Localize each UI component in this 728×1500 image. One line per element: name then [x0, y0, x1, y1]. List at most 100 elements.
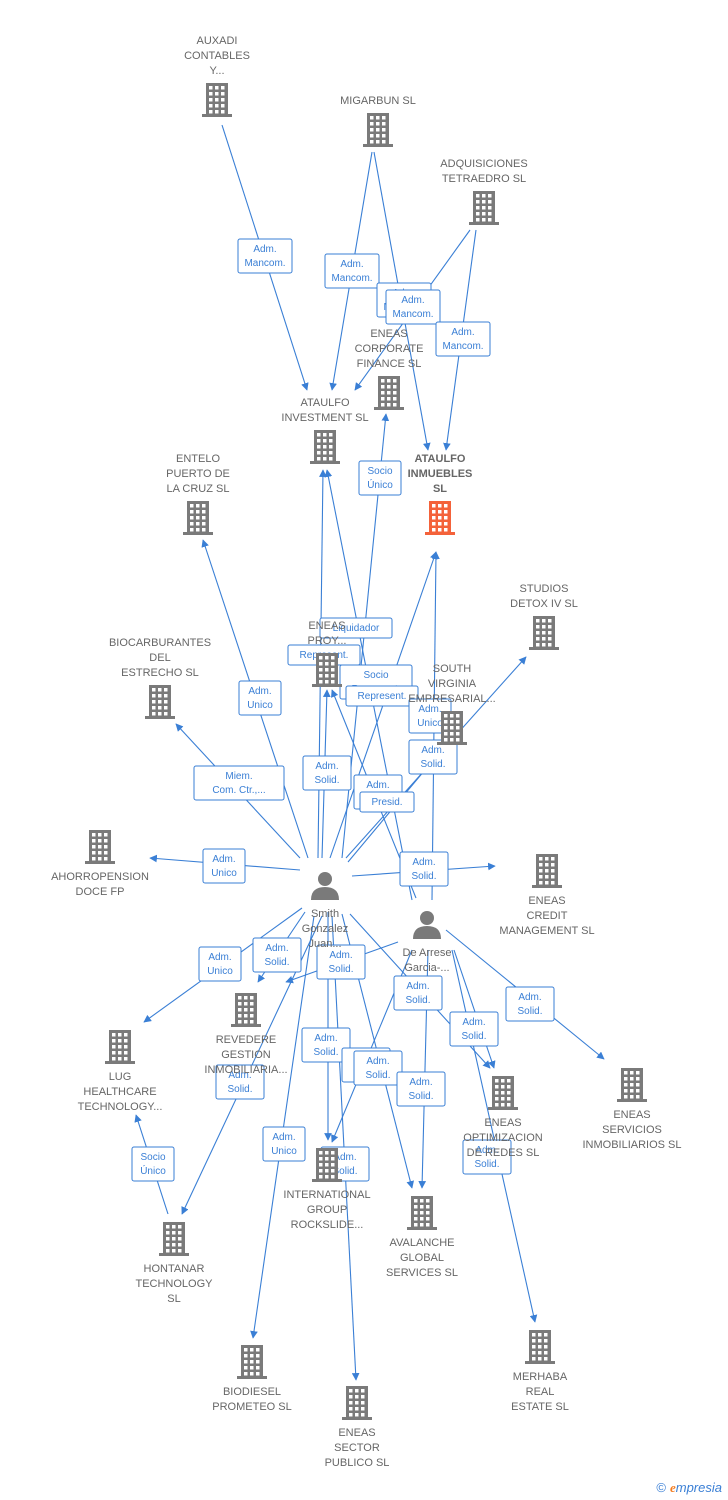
node-label: INTERNATIONAL	[283, 1189, 370, 1201]
node-label: Juan...	[308, 938, 341, 950]
node-label: BIOCARBURANTES	[109, 637, 211, 649]
node-smith[interactable]: SmithGonzalezJuan...	[302, 872, 348, 950]
building-icon	[407, 1196, 437, 1230]
relation-label-r7[interactable]: Liquidador	[319, 617, 393, 639]
node-auxadi[interactable]: AUXADICONTABLESY...	[184, 35, 250, 117]
relation-label-r24[interactable]: Adm.Solid.	[449, 1011, 499, 1047]
relation-label-r25[interactable]: Adm.Solid.	[505, 986, 555, 1022]
building-icon	[532, 854, 562, 888]
relation-box	[193, 765, 285, 801]
building-icon	[85, 830, 115, 864]
relation-label-r1[interactable]: Adm.Mancom.	[237, 238, 293, 274]
node-label: SERVICIOS	[602, 1124, 662, 1136]
node-lug[interactable]: LUGHEALTHCARETECHNOLOGY...	[78, 1030, 163, 1113]
relation-box	[301, 1027, 351, 1063]
relation-text: Mancom.	[244, 258, 285, 269]
relation-text: Solid.	[420, 759, 445, 770]
relation-box	[393, 975, 443, 1011]
relation-box	[396, 1071, 446, 1107]
relation-text: Adm.	[462, 1017, 485, 1028]
relation-text: Unico	[247, 700, 273, 711]
relation-label-r30[interactable]: Adm.Solid.	[215, 1064, 265, 1100]
relation-text: Adm.	[418, 704, 441, 715]
relation-label-r18[interactable]: Adm.Unico	[202, 848, 246, 884]
relation-text: Adm.	[333, 1152, 356, 1163]
node-eneas_proy[interactable]: ENEASPROY...	[308, 620, 347, 687]
node-migarbun[interactable]: MIGARBUN SL	[340, 95, 416, 147]
relation-label-r34[interactable]: Adm.Solid.	[462, 1139, 512, 1175]
relation-text: Adm.	[248, 686, 271, 697]
building-icon	[488, 1076, 518, 1110]
node-label: PROMETEO SL	[212, 1401, 291, 1413]
relation-label-r28[interactable]: Adm.Solid.	[353, 1050, 403, 1086]
relation-box	[353, 1050, 403, 1086]
relation-label-r5[interactable]: Adm.Mancom.	[435, 321, 491, 357]
relation-text: Solid.	[365, 1070, 390, 1081]
relation-box	[198, 946, 242, 982]
relation-label-r19[interactable]: Adm.Unico	[198, 946, 242, 982]
node-label: AVALANCHE	[389, 1237, 454, 1249]
relation-text: Mancom.	[331, 273, 372, 284]
relation-label-r22[interactable]: Adm.Solid.	[316, 944, 366, 980]
brand-name: mpresia	[675, 1480, 722, 1495]
node-label: PUERTO DE	[166, 468, 230, 480]
relation-label-r23[interactable]: Adm.Solid.	[393, 975, 443, 1011]
node-label: Garcia-...	[404, 962, 449, 974]
relation-label-r10[interactable]: Represent.	[345, 685, 419, 707]
relation-label-r2[interactable]: Adm.Mancom.	[324, 253, 380, 289]
relation-label-r14[interactable]: Adm.Solid.	[302, 755, 352, 791]
relation-label-r12[interactable]: Adm. Unico	[238, 680, 282, 716]
brand-initial: e	[669, 1480, 676, 1495]
relation-box	[435, 321, 491, 357]
relation-box	[345, 685, 419, 707]
node-label: OPTIMIZACION	[463, 1132, 543, 1144]
node-dearrese[interactable]: De ArreseGarcia-...	[403, 911, 452, 974]
footer-brand[interactable]: ©empresia	[656, 1480, 722, 1496]
relation-label-r29[interactable]: Adm.Solid.	[396, 1071, 446, 1107]
node-south[interactable]: SOUTHVIRGINIAEMPRESARIAL...	[408, 663, 496, 745]
relation-label-r20[interactable]: Adm.Solid.	[399, 851, 449, 887]
relation-label-r4[interactable]: Adm.Mancom.	[385, 289, 441, 325]
node-intl[interactable]: INTERNATIONALGROUPROCKSLIDE...	[283, 1148, 371, 1231]
node-label: SL	[433, 483, 447, 495]
node-label: SECTOR	[334, 1442, 380, 1454]
building-icon	[342, 1386, 372, 1420]
relation-label-r16[interactable]: Presid.	[359, 791, 415, 813]
relation-label-r33[interactable]: Adm.Unico	[262, 1126, 306, 1162]
node-label: Gonzalez	[302, 923, 348, 935]
relation-label-r21[interactable]: Adm.Solid.	[252, 937, 302, 973]
relation-text: Solid.	[411, 871, 436, 882]
relation-text: Solid.	[517, 1006, 542, 1017]
relation-text: Adm.	[406, 981, 429, 992]
relation-text: Unico	[207, 966, 233, 977]
building-icon	[469, 191, 499, 225]
relation-label-r26[interactable]: Adm.Solid.	[301, 1027, 351, 1063]
node-revedere[interactable]: REVEDEREGESTIONINMOBILIARIA...	[204, 993, 288, 1076]
relation-box	[202, 848, 246, 884]
relation-text: Solid.	[264, 957, 289, 968]
relation-box	[319, 617, 393, 639]
node-label: GROUP	[307, 1204, 347, 1216]
relation-text: Solid.	[313, 1047, 338, 1058]
relation-label-r17[interactable]: Miem.Com. Ctr.,...	[193, 765, 285, 801]
relation-label-r13[interactable]: Adm.Solid.	[408, 739, 458, 775]
